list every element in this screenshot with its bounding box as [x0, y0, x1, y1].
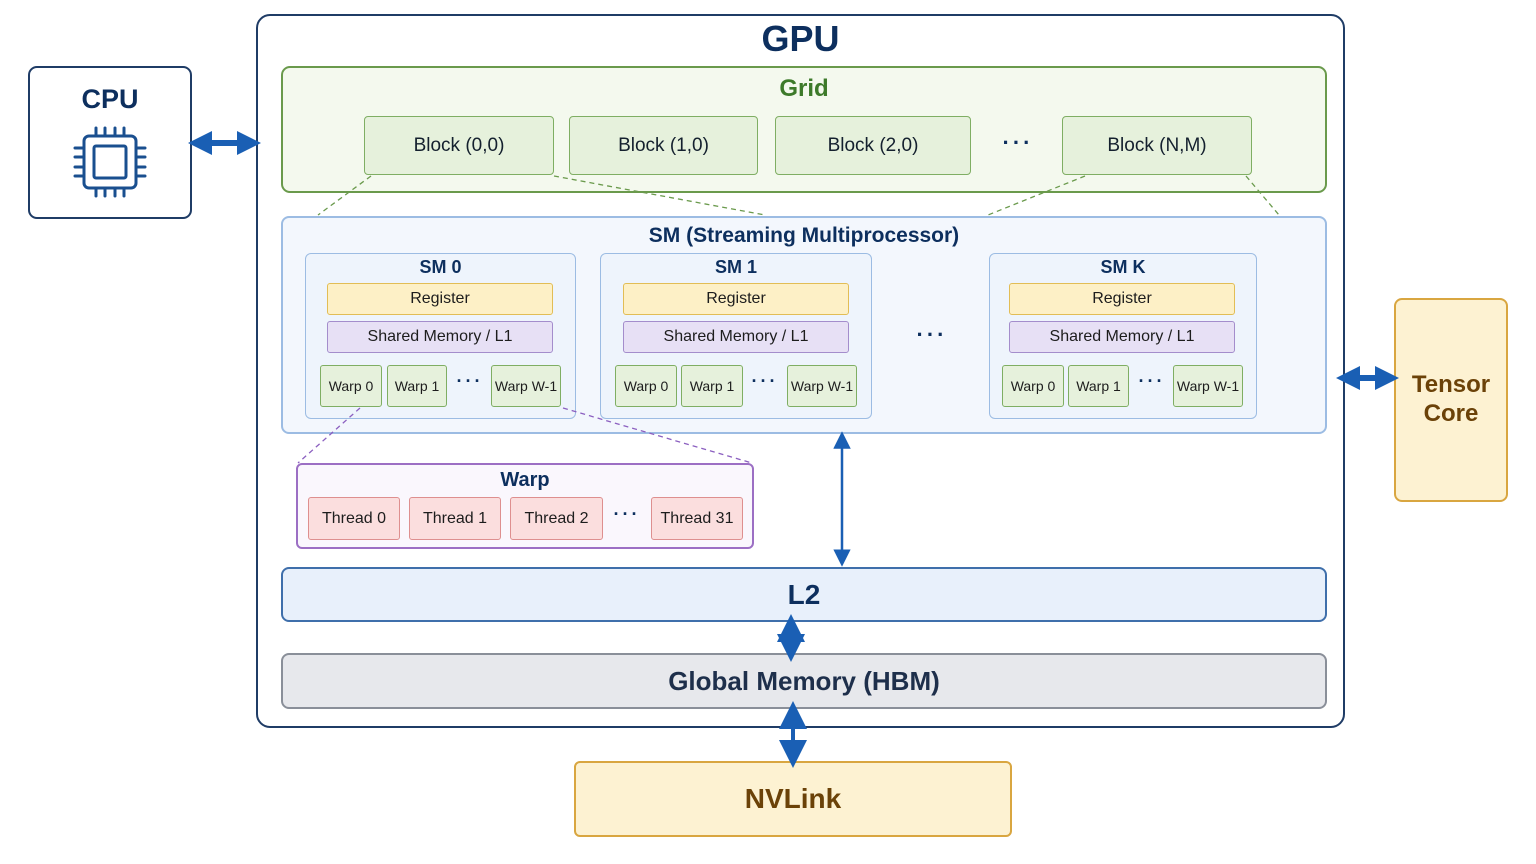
cpu-chip-icon	[73, 126, 147, 198]
grid-ellipsis: ···	[1002, 130, 1034, 155]
sm-0-register: Register	[327, 283, 553, 315]
sm-k-warp-ellipsis: ···	[1138, 371, 1166, 391]
sm-0-warp-0: Warp 0	[320, 365, 382, 407]
sm-1-warp-w-1: Warp W-1	[787, 365, 857, 407]
cpu-title: CPU	[81, 84, 139, 114]
sm-k-shared-memory: Shared Memory / L1	[1009, 321, 1235, 353]
warp-detail-title: Warp	[500, 469, 550, 491]
tensor-core: Tensor Core	[1394, 298, 1508, 502]
block-0-0: Block (0,0)	[364, 116, 554, 175]
tensor-core-line-1: Tensor	[1411, 371, 1491, 399]
block-1-0: Block (1,0)	[569, 116, 758, 175]
sm-0-title: SM 0	[419, 257, 462, 277]
sm-0-shared-memory: Shared Memory / L1	[327, 321, 553, 353]
block-2-0: Block (2,0)	[775, 116, 971, 175]
sm-0-warp-w-1: Warp W-1	[491, 365, 561, 407]
sm-ellipsis: ···	[916, 322, 948, 347]
sm-1-title: SM 1	[714, 257, 757, 277]
sm-k-warp-w-1: Warp W-1	[1173, 365, 1243, 407]
sm-1-register: Register	[623, 283, 849, 315]
l2-cache: L2	[281, 567, 1327, 622]
sm-1-shared-memory: Shared Memory / L1	[623, 321, 849, 353]
thread-ellipsis: ···	[613, 504, 641, 524]
sm-section-title: SM (Streaming Multiprocessor)	[648, 224, 960, 247]
global-memory: Global Memory (HBM)	[281, 653, 1327, 709]
sm-0-warp-ellipsis: ···	[456, 371, 484, 391]
sm-1-warp-1: Warp 1	[681, 365, 743, 407]
block-n-m: Block (N,M)	[1062, 116, 1252, 175]
sm-1-warp-0: Warp 0	[615, 365, 677, 407]
sm-k-warp-1: Warp 1	[1068, 365, 1129, 407]
sm-k-warp-0: Warp 0	[1002, 365, 1064, 407]
thread-2: Thread 2	[510, 497, 603, 540]
sm-k-register: Register	[1009, 283, 1235, 315]
sm-1-warp-ellipsis: ···	[751, 371, 779, 391]
gpu-title: GPU	[761, 18, 840, 59]
tensor-core-line-2: Core	[1423, 400, 1479, 427]
thread-0: Thread 0	[308, 497, 400, 540]
thread-1: Thread 1	[409, 497, 501, 540]
cpu-box	[28, 66, 192, 219]
thread-31: Thread 31	[651, 497, 743, 540]
grid-title: Grid	[779, 75, 829, 102]
sm-k-title: SM K	[1100, 257, 1146, 277]
nvlink: NVLink	[574, 761, 1012, 837]
sm-0-warp-1: Warp 1	[387, 365, 447, 407]
